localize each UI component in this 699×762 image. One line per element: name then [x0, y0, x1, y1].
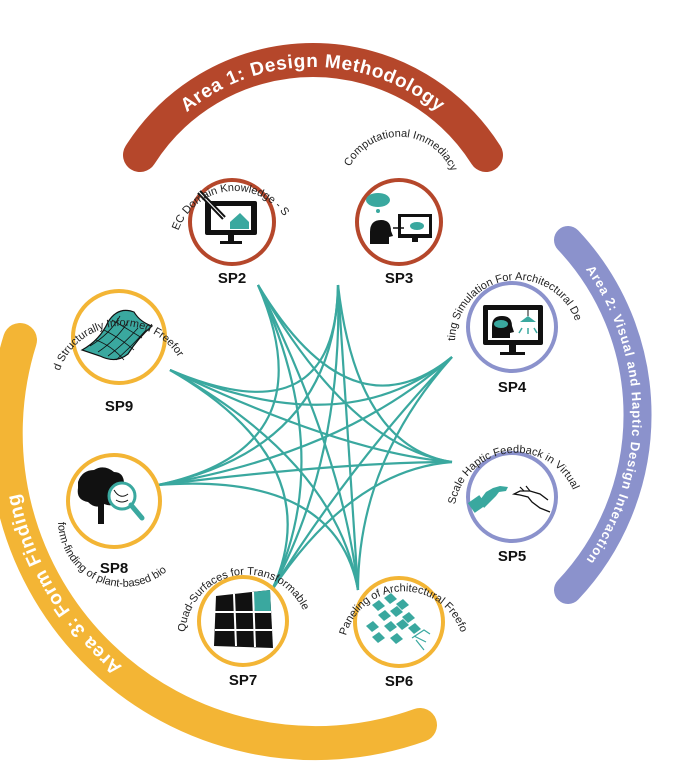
quad-mesh-icon: [214, 590, 273, 648]
connection-curve: [157, 482, 360, 591]
sp2-label: SP2: [218, 270, 246, 287]
connection-curve: [157, 356, 453, 487]
svg-text:Area 2: Visual and Haptic Desi: Area 2: Visual and Haptic Design Interac…: [583, 262, 644, 567]
connection-curve: [257, 284, 360, 591]
connection-curve: [271, 356, 453, 591]
area-1-title: Area 1: Design Methodology: [177, 51, 448, 116]
sp3-label: SP3: [385, 270, 413, 287]
connection-curve: [257, 284, 453, 387]
connection-curve: [169, 369, 289, 591]
connection-curve: [336, 284, 360, 591]
freeform-surface-icon: [80, 309, 154, 361]
svg-text:Computational Immediacy: Computational Immediacy: [342, 128, 460, 174]
area-2-arc: Area 2: Visual and Haptic Design Interac…: [554, 226, 652, 604]
connection-curve: [157, 284, 280, 487]
sp6-label: SP6: [385, 673, 413, 690]
sp4-label: SP4: [498, 379, 527, 396]
connection-curve: [169, 356, 453, 406]
sp5-label: SP5: [498, 548, 526, 565]
paneled-surface-icon: [366, 593, 431, 651]
connection-curve: [271, 284, 340, 591]
connection-curve: [169, 284, 340, 393]
sp3-node[interactable]: SP3 Computational Immediacy: [342, 128, 460, 287]
svg-text:Area 1: Design Methodology: Area 1: Design Methodology: [177, 51, 449, 116]
sp7-label: SP7: [229, 672, 257, 689]
connection-curve: [169, 369, 360, 591]
connection-curve: [157, 284, 340, 487]
sp8-label: SP8: [100, 560, 128, 577]
connection-curve: [169, 369, 453, 464]
connection-curve: [157, 460, 453, 487]
sp9-label: SP9: [105, 398, 133, 415]
connection-curve: [336, 284, 453, 464]
robot-human-hands-icon: [467, 485, 551, 513]
connection-curve: [257, 284, 453, 464]
thinking-head-monitor-icon: [366, 193, 432, 244]
connection-star: [157, 284, 453, 591]
monitor-pen-house-icon: [197, 190, 257, 244]
sp3-title: Computational Immediacy: [342, 128, 460, 174]
monitor-lighting-icon: [483, 305, 543, 355]
area-2-title: Area 2: Visual and Haptic Design Interac…: [583, 262, 643, 567]
connection-curve: [356, 356, 453, 591]
tree-magnifier-icon: [77, 467, 145, 524]
connection-curve: [271, 460, 453, 591]
